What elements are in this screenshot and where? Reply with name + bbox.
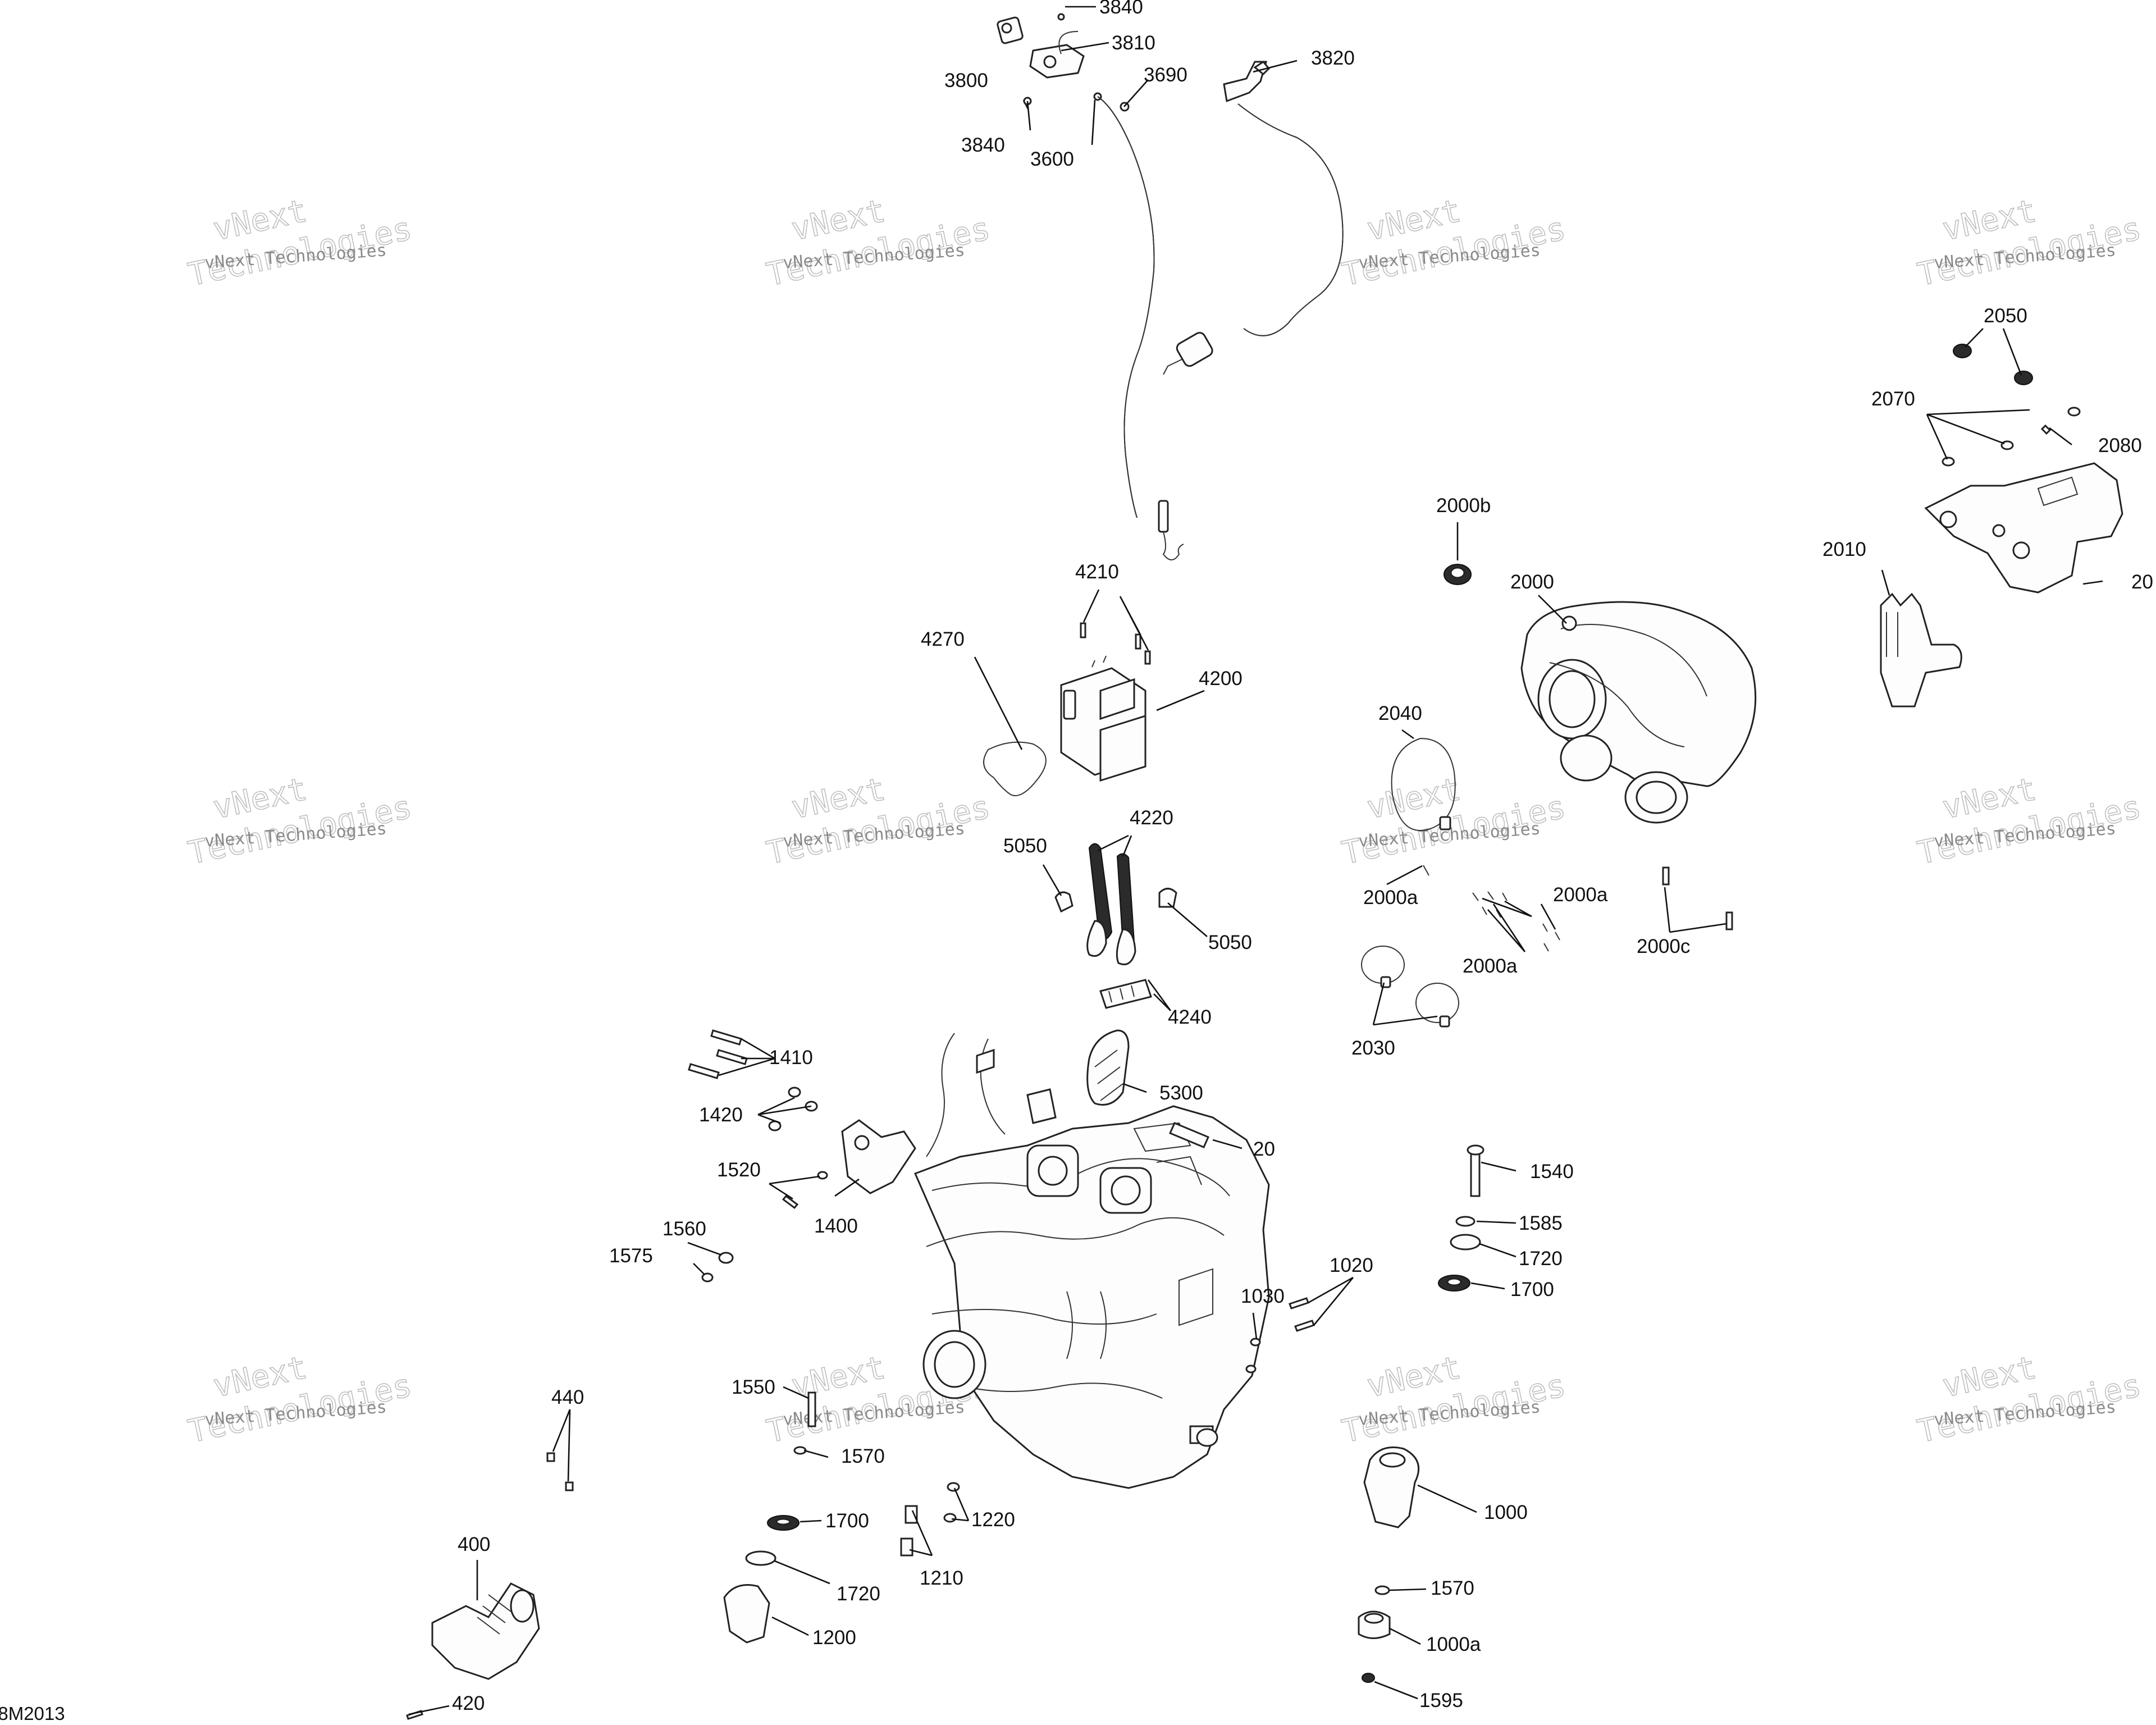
callout-3600: 3600 [1030, 148, 1074, 170]
callout-1570-left: 1570 [841, 1445, 885, 1467]
callout-1700-left: 1700 [825, 1510, 869, 1532]
callout-2000a-right: 2000a [1553, 884, 1608, 906]
callout-400: 400 [458, 1534, 490, 1555]
callout-1000a: 1000a [1426, 1633, 1481, 1655]
callout-1595: 1595 [1419, 1690, 1463, 1712]
callout-4220: 4220 [1130, 807, 1173, 829]
callout-1410: 1410 [769, 1047, 813, 1069]
engine-block [913, 1029, 1270, 1489]
callout-4200: 4200 [1199, 668, 1243, 690]
callout-3840-top: 3840 [1099, 0, 1143, 18]
callout-4240: 4240 [1168, 1006, 1212, 1028]
callout-4210: 4210 [1075, 561, 1119, 583]
callout-20-right-edge: 20 [2131, 571, 2153, 593]
callout-2050: 2050 [1984, 305, 2027, 327]
callout-1585: 1585 [1519, 1212, 1563, 1234]
callout-1550: 1550 [732, 1376, 775, 1398]
callout-1420: 1420 [699, 1104, 743, 1126]
callout-5050-left: 5050 [1003, 835, 1047, 857]
callout-1030: 1030 [1241, 1285, 1285, 1307]
callout-2080: 2080 [2098, 435, 2142, 457]
callout-3690: 3690 [1144, 64, 1187, 86]
callout-20: 20 [1253, 1138, 1275, 1160]
callout-3810: 3810 [1112, 32, 1155, 54]
ecm-assembly [983, 622, 1177, 1009]
engine-mount-parts [406, 1029, 1484, 1720]
callout-3820: 3820 [1311, 47, 1355, 69]
air-intake-assembly [1361, 344, 2123, 1028]
callout-2000a-left: 2000a [1363, 887, 1418, 909]
callout-1520: 1520 [717, 1159, 761, 1181]
callout-2000: 2000 [1510, 571, 1554, 593]
callout-1220: 1220 [971, 1509, 1015, 1531]
callout-1560: 1560 [663, 1218, 706, 1240]
callout-2000b: 2000b [1436, 495, 1491, 517]
callout-1200: 1200 [812, 1627, 856, 1649]
callout-1570-right: 1570 [1431, 1577, 1474, 1599]
callout-3800: 3800 [944, 70, 988, 92]
diagram-code: 08M2013 [0, 1703, 65, 1724]
throttle-cable-assembly [997, 13, 1344, 560]
callout-2070: 2070 [1871, 388, 1915, 410]
callout-2030: 2030 [1351, 1037, 1395, 1059]
callout-4270: 4270 [921, 628, 965, 650]
callout-1020: 1020 [1330, 1254, 1373, 1276]
callout-1400: 1400 [814, 1215, 858, 1237]
callout-3840: 3840 [961, 134, 1005, 156]
callout-5050-right: 5050 [1208, 932, 1252, 953]
callout-1000: 1000 [1484, 1502, 1528, 1523]
callout-1720-right: 1720 [1519, 1248, 1563, 1270]
callout-2040: 2040 [1378, 702, 1422, 724]
callout-440: 440 [551, 1386, 584, 1408]
callout-1575: 1575 [609, 1245, 653, 1267]
callout-2010: 2010 [1822, 539, 1866, 560]
callout-5300: 5300 [1159, 1082, 1203, 1104]
callout-1210: 1210 [920, 1567, 963, 1589]
callout-2000c: 2000c [1637, 935, 1690, 957]
callout-420: 420 [452, 1692, 485, 1714]
callout-1700-right: 1700 [1510, 1279, 1554, 1300]
callout-labels: 3840 3810 3800 3690 3820 3840 3600 4210 … [452, 0, 2153, 1714]
callout-2000a-center: 2000a [1463, 955, 1518, 977]
callout-1540: 1540 [1530, 1161, 1574, 1183]
leader-lines [408, 6, 2103, 1715]
callout-1720-left: 1720 [837, 1583, 880, 1605]
